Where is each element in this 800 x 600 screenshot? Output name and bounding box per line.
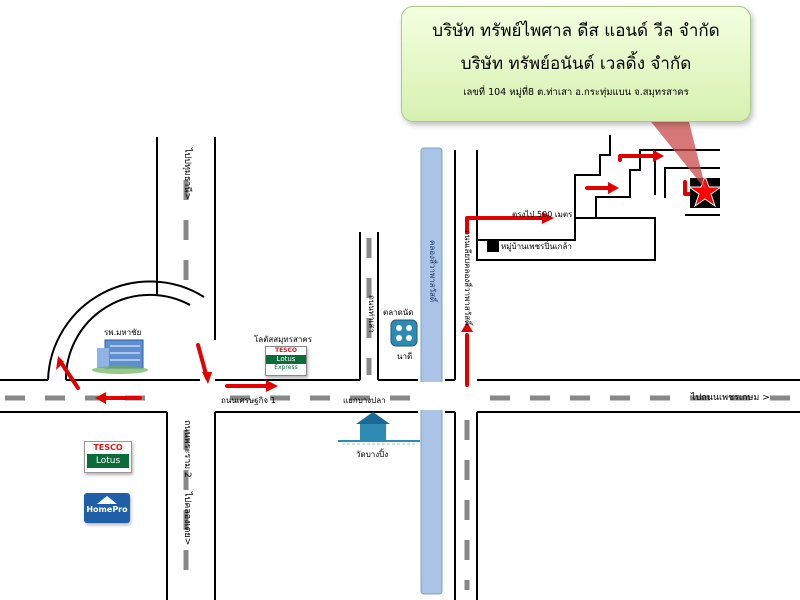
canal bbox=[420, 147, 443, 595]
label-bang-pla-junction: แยกบางปลา bbox=[343, 396, 386, 405]
route-arrowheads bbox=[56, 150, 709, 404]
canal-bridge bbox=[418, 382, 445, 410]
road-centerlines bbox=[5, 180, 790, 590]
label-hospital: รพ.มหาชัย bbox=[104, 328, 142, 337]
label-market-sub: นาดี bbox=[397, 352, 413, 361]
callout-pointer bbox=[648, 118, 706, 190]
tesco-lotus-logo: TESCO Lotus bbox=[84, 441, 132, 473]
route-path bbox=[60, 154, 702, 400]
homepro-roof-icon bbox=[97, 496, 117, 504]
label-to-khlong-toei: ไปคลองเตย> bbox=[182, 492, 192, 546]
label-go-straight: ตรงไป 500 เมตร bbox=[512, 210, 573, 219]
star-icon bbox=[687, 174, 723, 208]
tesco-lotus-tesco-text: TESCO bbox=[93, 443, 123, 452]
label-canal: คลองสี่วาพาสวัสดิ์ bbox=[428, 240, 437, 303]
company-name-1: บริษัท ทรัพย์ไพศาล ดีส แอนด์ วีล จำกัด bbox=[432, 21, 720, 41]
label-ekachai-road: ถนนเศรษฐกิจ 1 bbox=[221, 396, 276, 405]
label-thaisao-road: ถนนท่าเสา bbox=[367, 295, 376, 333]
temple-icon bbox=[338, 412, 420, 445]
tesco-text: TESCO bbox=[274, 347, 298, 354]
market-icon bbox=[390, 319, 418, 347]
tesco-lotus-lotus-text: Lotus bbox=[87, 454, 129, 468]
label-to-phet-kasem: ไปถนนเพชรเกษม > bbox=[691, 393, 770, 403]
label-canal-road: ถนนเลียบคลองสี่วาพาสวัสดิ์ bbox=[463, 230, 472, 326]
homepro-logo: HomePro bbox=[84, 493, 130, 523]
lotus-express-logo: TESCO Lotus Express bbox=[265, 346, 307, 376]
homepro-text: HomePro bbox=[86, 505, 128, 514]
label-lotus-store: โลตัสสมุทรสาคร bbox=[254, 335, 313, 344]
road-outlines bbox=[0, 135, 800, 600]
label-temple: วัดบางปิ้ง bbox=[356, 450, 389, 459]
village-marker bbox=[487, 240, 499, 252]
express-text: Express bbox=[274, 364, 298, 371]
hospital-icon bbox=[92, 339, 148, 374]
lotus-text: Lotus bbox=[266, 355, 306, 364]
label-village: หมู่บ้านเพชรปิ่นเกล้า bbox=[501, 242, 572, 251]
company-address: เลขที่ 104 หมู่ที่8 ต.ท่าเสา อ.กระทุ่มแบ… bbox=[463, 87, 689, 98]
label-to-pathum: ไปปทุมธานี> bbox=[182, 148, 192, 201]
label-rama2: ถนนพระราม 2 bbox=[182, 420, 192, 478]
label-market: ตลาดนัด bbox=[383, 308, 414, 317]
company-name-2: บริษัท ทรัพย์อนันต์ เวลดิ้ง จำกัด bbox=[460, 54, 692, 74]
company-callout: บริษัท ทรัพย์ไพศาล ดีส แอนด์ วีล จำกัด บ… bbox=[401, 6, 751, 122]
